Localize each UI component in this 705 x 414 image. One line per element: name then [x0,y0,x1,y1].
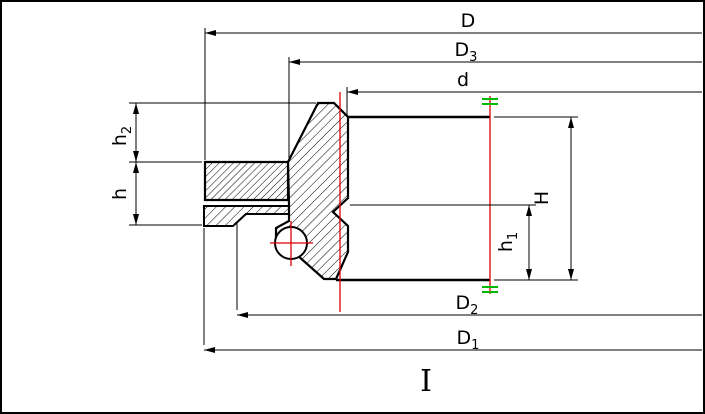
lower-flange-section [203,205,290,227]
dim-label-D1: D1 [457,327,480,353]
dimension-D3: D3 [288,39,702,158]
dimension-h1: h1 [350,204,536,280]
dim-label-D: D [461,10,476,32]
arrowhead-icon [568,269,574,280]
dimension-h: h [109,162,202,226]
dimension-D: D [204,10,702,160]
dim-label-H: H [531,191,553,205]
arrowhead-icon [205,30,216,36]
dim-label-h: h [109,188,131,200]
arrowhead-icon [204,347,215,353]
arrowhead-icon [526,269,532,280]
dim-label-D3: D3 [455,39,478,65]
dim-label-h2: h2 [109,126,135,146]
arrowhead-icon [133,151,139,162]
dimension-H: H [494,116,578,281]
arrowhead-icon [237,312,248,318]
dimension-D1: D1 [203,228,702,353]
dimension-d: d [346,69,702,115]
arrowhead-icon [133,162,139,173]
dimension-D2: D2 [236,222,702,318]
centerlines [270,92,498,312]
dim-label-D2: D2 [456,292,479,318]
arrowhead-icon [526,205,532,216]
centerline-end-ticks [482,98,498,293]
arrowhead-icon [347,89,358,95]
dim-label-h1: h1 [495,232,521,252]
section-marker-label: I [420,364,432,399]
metal-insert-section [203,160,290,202]
dim-label-d: d [457,69,469,91]
arrowhead-icon [568,117,574,128]
dimension-h2: h2 [109,102,316,163]
arrowhead-icon [289,59,300,65]
arrowhead-icon [133,103,139,114]
dimensions: D D3 d h2 [109,10,702,399]
arrowhead-icon [133,214,139,225]
